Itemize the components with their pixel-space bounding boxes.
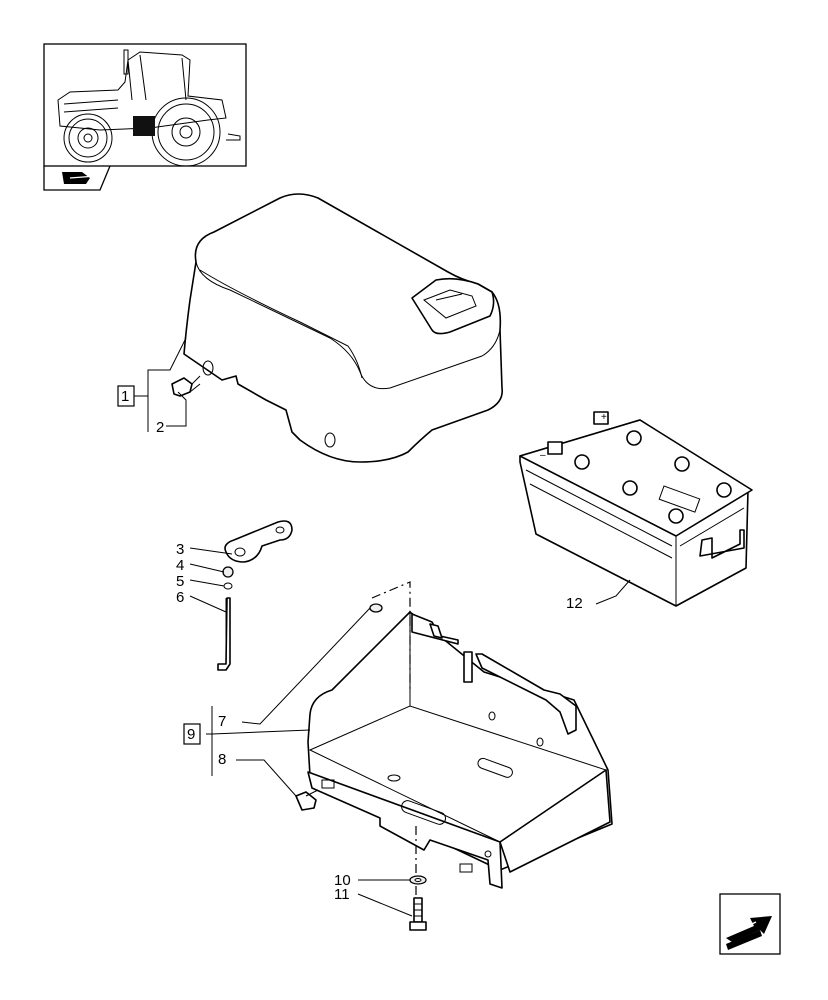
svg-text:1: 1 <box>121 388 129 405</box>
mounting-washer <box>409 875 427 885</box>
callout-10[interactable]: 10 <box>334 872 351 889</box>
svg-text:9: 9 <box>187 726 195 743</box>
clamp-nut <box>222 566 234 578</box>
callout-5[interactable]: 5 <box>176 573 184 590</box>
mounting-bolt <box>409 897 427 931</box>
svg-text:+: + <box>601 412 607 423</box>
battery-cover <box>183 193 504 463</box>
battery: + – <box>519 411 753 607</box>
leader-lines <box>134 337 631 917</box>
callout-1[interactable]: 1 <box>117 385 135 407</box>
tray-plug <box>369 603 383 613</box>
callout-4[interactable]: 4 <box>176 557 184 574</box>
battery-tray <box>307 611 613 889</box>
tray-bracket <box>295 789 319 811</box>
clamp-hook-rod <box>217 597 231 671</box>
callout-2[interactable]: 2 <box>156 419 164 436</box>
callout-12[interactable]: 12 <box>566 595 583 612</box>
next-page-arrow-icon[interactable] <box>719 893 781 955</box>
tractor-thumbnail-icon <box>43 43 247 167</box>
callout-7[interactable]: 7 <box>218 713 226 730</box>
cover-fastener-knob <box>171 375 201 397</box>
book-hand-icon[interactable] <box>43 165 111 191</box>
callout-11[interactable]: 11 <box>334 886 350 903</box>
callout-9[interactable]: 9 <box>183 723 201 745</box>
battery-terminal <box>547 411 609 455</box>
clamp-washer <box>223 582 233 590</box>
callout-3[interactable]: 3 <box>176 541 184 558</box>
clamp-plate <box>224 520 293 563</box>
svg-text:–: – <box>540 450 546 461</box>
callout-6[interactable]: 6 <box>176 589 184 606</box>
callout-8[interactable]: 8 <box>218 751 226 768</box>
